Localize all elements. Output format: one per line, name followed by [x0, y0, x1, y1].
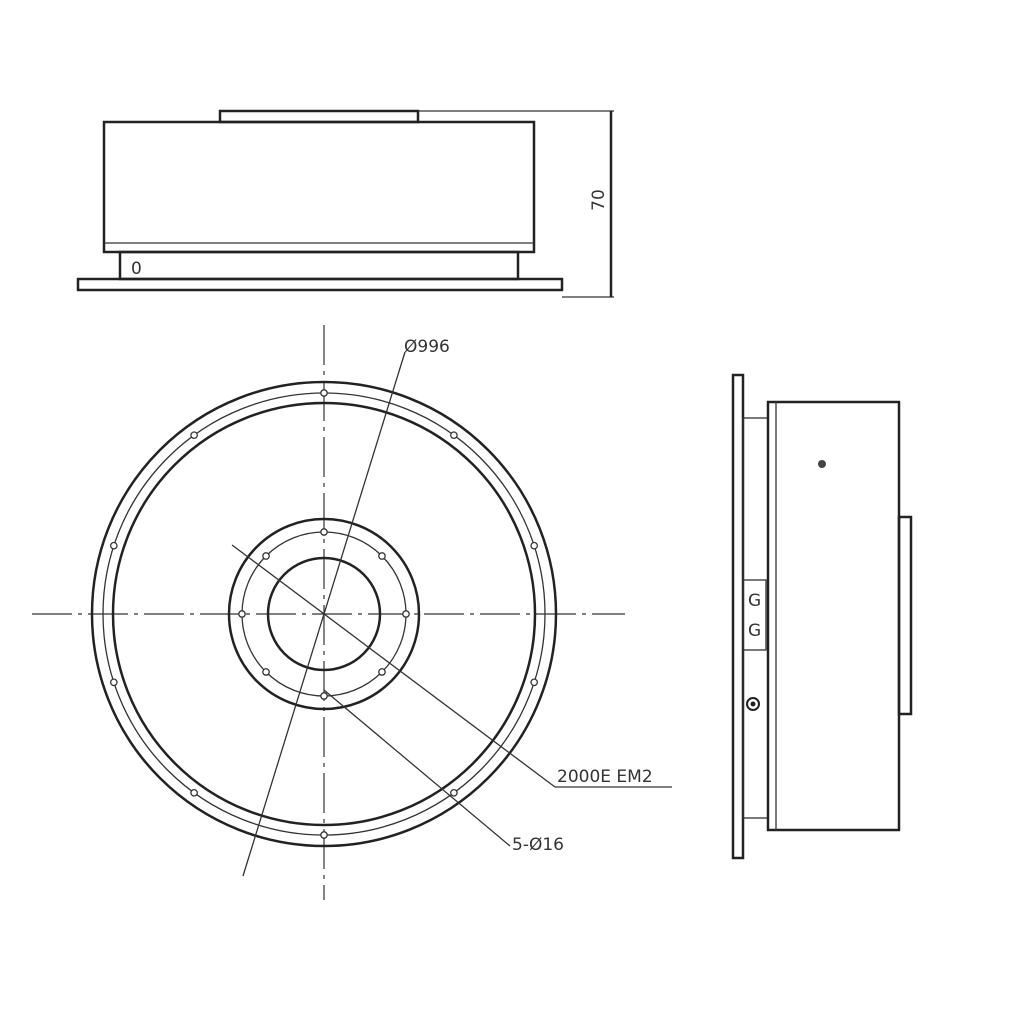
- side-collar: [742, 417, 769, 819]
- side-elevation-view: G G: [731, 373, 913, 860]
- hub-bolt-hole: [262, 552, 270, 560]
- hub-bolt-hole: [402, 610, 410, 618]
- hub-bolt-hole: [320, 528, 328, 536]
- top-mark: 0: [131, 259, 142, 279]
- flange-bolt-hole: [530, 541, 539, 550]
- side-flange: [731, 373, 745, 860]
- side-label-plate: [742, 579, 767, 651]
- side-body: [766, 400, 901, 832]
- flange-bolt-hole: [320, 831, 328, 839]
- top-elevation-view: 0 70: [76, 109, 614, 298]
- top-plate: [218, 109, 420, 124]
- hole-note-label: 5-Ø16: [512, 835, 564, 855]
- hub-bolt-hole: [320, 692, 328, 700]
- flange-bolt-hole: [190, 788, 198, 797]
- flange-bolt-hole: [109, 678, 118, 687]
- hub-bolt-hole: [238, 610, 246, 618]
- flange-bolt-hole: [320, 389, 328, 397]
- side-mark-1: G: [748, 591, 761, 611]
- lower-collar: [118, 250, 520, 281]
- bolt-holes: [109, 389, 539, 839]
- hub-bolt-hole: [378, 668, 386, 676]
- flange-bolt-hole: [109, 541, 118, 550]
- outer-flange-circle: [90, 380, 558, 848]
- outer-diameter-label: Ø996: [404, 337, 450, 357]
- height-dimension-label: 70: [589, 189, 609, 211]
- plan-view: Ø996 2000E EM2 5-Ø16: [32, 325, 672, 900]
- flange-bolt-hole: [450, 788, 458, 797]
- base-plate: [76, 277, 564, 292]
- hole-leader: [323, 689, 511, 847]
- hub-circle: [227, 517, 421, 711]
- side-fitting-center: [750, 701, 756, 707]
- housing-circle: [111, 401, 537, 827]
- hub-bolt-hole: [262, 668, 270, 676]
- bore-circle: [266, 556, 382, 672]
- flange-bolt-hole: [450, 431, 458, 440]
- housing-body: [102, 120, 536, 254]
- hub-bolt-hole: [378, 552, 386, 560]
- flange-bolt-hole: [530, 678, 539, 687]
- pitch-note-label: 2000E EM2: [557, 767, 653, 787]
- side-mark-2: G: [748, 621, 761, 641]
- flange-bolt-hole: [190, 431, 198, 440]
- side-boss: [897, 515, 913, 716]
- side-hole: [818, 460, 826, 468]
- pitch-leader: [231, 544, 556, 788]
